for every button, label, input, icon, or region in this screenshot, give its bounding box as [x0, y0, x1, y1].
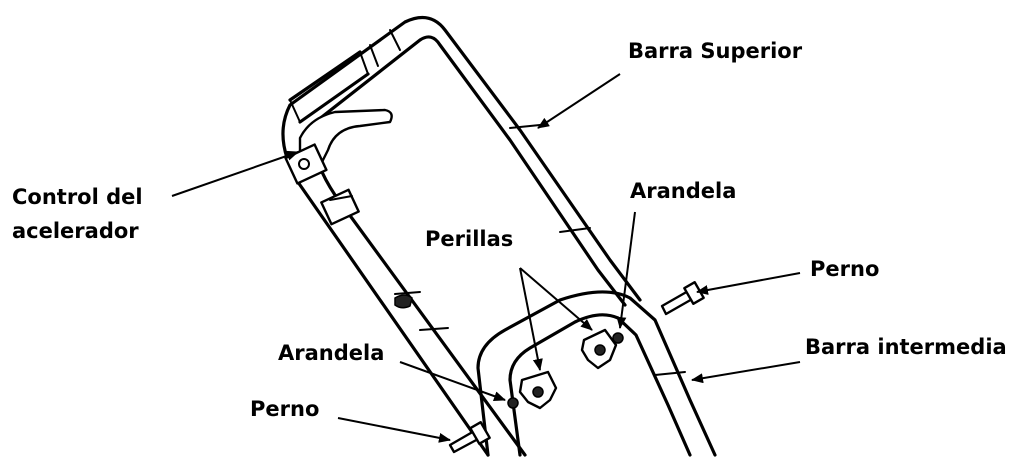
leader-barra-intermedia [691, 361, 801, 384]
label-control-acelerador-line2: acelerador [12, 219, 139, 243]
middle-handle-bar [476, 290, 717, 457]
label-barra-intermedia: Barra intermedia [805, 335, 1007, 359]
label-control-acelerador-line1: Control del [12, 185, 143, 209]
knob-right [580, 328, 618, 370]
throttle-control [284, 108, 413, 309]
leader-control-acelerador [171, 150, 299, 197]
leader-perillas-left [519, 267, 543, 371]
label-perillas: Perillas [425, 227, 514, 251]
bolt-right [660, 281, 705, 316]
leader-barra-superior [537, 73, 621, 129]
label-barra-superior: Barra Superior [628, 39, 803, 63]
leader-arandela-left [399, 361, 506, 401]
washer-left [507, 397, 519, 409]
leader-perillas-right [519, 267, 593, 331]
washer-right [612, 332, 624, 344]
leader-perno-left [337, 417, 451, 443]
label-perno-right: Perno [810, 257, 880, 281]
label-arandela-left: Arandela [278, 341, 385, 365]
label-perno-left: Perno [250, 397, 320, 421]
leader-perno-right [696, 272, 801, 295]
bolt-left [448, 421, 491, 454]
label-arandela-right: Arandela [630, 179, 737, 203]
leader-arandela-right [616, 211, 636, 329]
knob-left [518, 370, 558, 410]
